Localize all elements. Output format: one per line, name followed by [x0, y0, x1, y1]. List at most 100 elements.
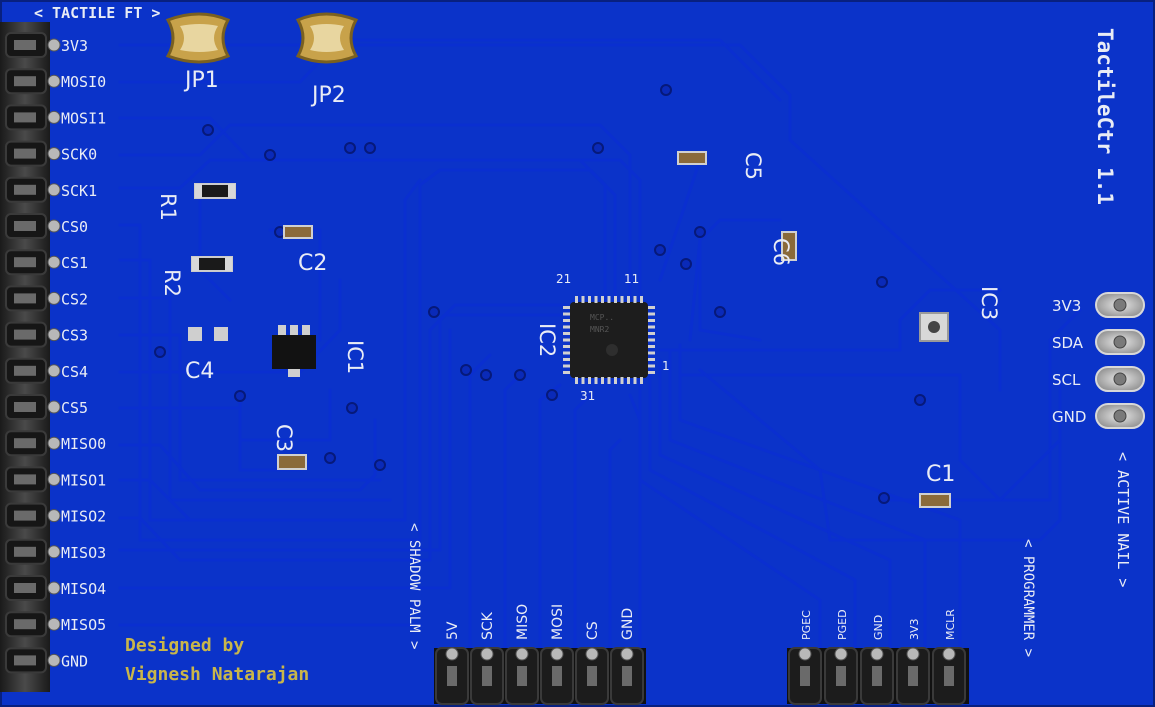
capacitor-c1 [919, 493, 951, 508]
ic2-pin [563, 364, 570, 368]
ic1-label: IC1 [343, 340, 367, 374]
left-header-pin[interactable] [5, 430, 61, 457]
bottom-header-pin[interactable] [824, 647, 858, 705]
ic2-pin [633, 296, 637, 303]
bottom-pin-label: GND [872, 615, 885, 640]
ic2-pin [607, 377, 611, 384]
ic2-pin [607, 296, 611, 303]
left-header-pin[interactable] [5, 394, 61, 420]
jp2-label: JP2 [310, 83, 346, 108]
ic2-pin [601, 296, 604, 303]
bottom-header-pin[interactable] [860, 647, 894, 705]
right-pin-label: SDA [1052, 334, 1084, 352]
left-pin-label: MISO1 [61, 471, 106, 489]
resistor-r2 [191, 256, 233, 272]
left-header-pin[interactable] [5, 357, 61, 384]
ic2-pin [648, 345, 655, 348]
bottom-header-pin[interactable] [505, 647, 539, 705]
bottom-header-pin[interactable] [575, 647, 609, 705]
left-header-pin[interactable] [5, 68, 61, 95]
left-pin-label: MISO4 [61, 580, 106, 598]
left-pin-label: CS5 [61, 399, 88, 417]
ic2-pin [575, 377, 578, 384]
credit-line-1: Designed by [125, 635, 244, 656]
ic2-pin [588, 377, 591, 384]
ic3-sensor [919, 312, 949, 342]
bottom-header-pin[interactable] [610, 647, 644, 705]
right-header-pad[interactable] [1095, 292, 1145, 318]
bottom-header-pin[interactable] [470, 647, 504, 705]
right-header-pad[interactable] [1095, 329, 1145, 355]
jumper-jp1[interactable] [165, 12, 231, 64]
ic2-pin [563, 371, 570, 374]
left-header-pin[interactable] [5, 285, 61, 312]
ic2-pin [620, 296, 624, 303]
left-header-pin[interactable] [5, 538, 61, 565]
bottom-header-pin[interactable] [540, 647, 574, 705]
ic2-pin [563, 351, 570, 355]
ic2-pin [563, 358, 570, 361]
left-header-pin[interactable] [5, 140, 61, 167]
ic2-pin [594, 296, 598, 303]
ic2-pin [648, 351, 655, 355]
bottom-pin-label: PGED [836, 609, 849, 640]
left-header-pin[interactable] [5, 104, 61, 131]
programmer-label: < PROGRAMMER > [1020, 539, 1036, 657]
right-header [1095, 292, 1145, 429]
left-header-pin[interactable] [5, 611, 61, 638]
left-pin-label: CS3 [61, 327, 88, 345]
bottom-pin-label: MCLR [944, 609, 957, 640]
programmer-header [787, 647, 969, 705]
bottom-pin-label: SCK [480, 611, 496, 640]
capacitor-c4-pads [188, 327, 228, 341]
ic2-microcontroller: MCP.. MNR2 [563, 296, 655, 384]
left-pin-label: MISO5 [61, 616, 106, 634]
left-pin-label: SCK1 [61, 182, 97, 200]
board-title: TactileCtr 1.1 [1093, 28, 1117, 205]
right-pin-label: SCL [1052, 371, 1081, 389]
ic2-pin [563, 319, 570, 322]
left-header-pin[interactable] [5, 32, 61, 58]
right-header-pad[interactable] [1095, 403, 1145, 429]
ic2-pin [640, 377, 643, 384]
shadow-palm-header [434, 647, 646, 705]
bottom-header-pin[interactable] [788, 647, 822, 705]
right-header-label: < ACTIVE NAIL > [1114, 452, 1132, 587]
ic2-pin [648, 332, 655, 335]
ic2-pin [648, 358, 655, 361]
c3-label: C3 [272, 424, 296, 452]
left-header-pin[interactable] [5, 647, 61, 674]
left-header-pin[interactable] [5, 575, 61, 601]
bottom-header-pin[interactable] [932, 647, 966, 705]
left-header-pin[interactable] [5, 213, 61, 239]
ic2-pin [614, 377, 617, 384]
jumper-jp2[interactable] [295, 12, 359, 64]
ic2-pin [588, 296, 591, 303]
left-header-pin[interactable] [5, 321, 61, 348]
c6-label: C6 [769, 238, 793, 266]
bottom-header-pin[interactable] [896, 647, 930, 705]
left-header-pin[interactable] [5, 466, 61, 493]
left-pin-label: CS1 [61, 254, 88, 272]
bottom-header-pin[interactable] [435, 647, 469, 705]
left-header-pin[interactable] [5, 249, 61, 276]
right-pin-label: GND [1052, 408, 1086, 426]
c4-label: C4 [185, 359, 214, 384]
svg-text:MNR2: MNR2 [590, 325, 609, 334]
ic2-pin [614, 296, 617, 303]
ic2-pin [640, 296, 643, 303]
left-header-pin[interactable] [5, 176, 61, 203]
jp1-label: JP1 [183, 68, 219, 93]
left-header-pin[interactable] [5, 502, 61, 529]
bottom-pin-label: MISO [515, 604, 531, 640]
right-pin-label: 3V3 [1052, 297, 1081, 315]
ic2-pin [648, 306, 655, 309]
capacitor-c5 [677, 151, 707, 165]
ic2-pin [601, 377, 604, 384]
right-header-pad[interactable] [1095, 366, 1145, 392]
ic2-pin [648, 319, 655, 322]
